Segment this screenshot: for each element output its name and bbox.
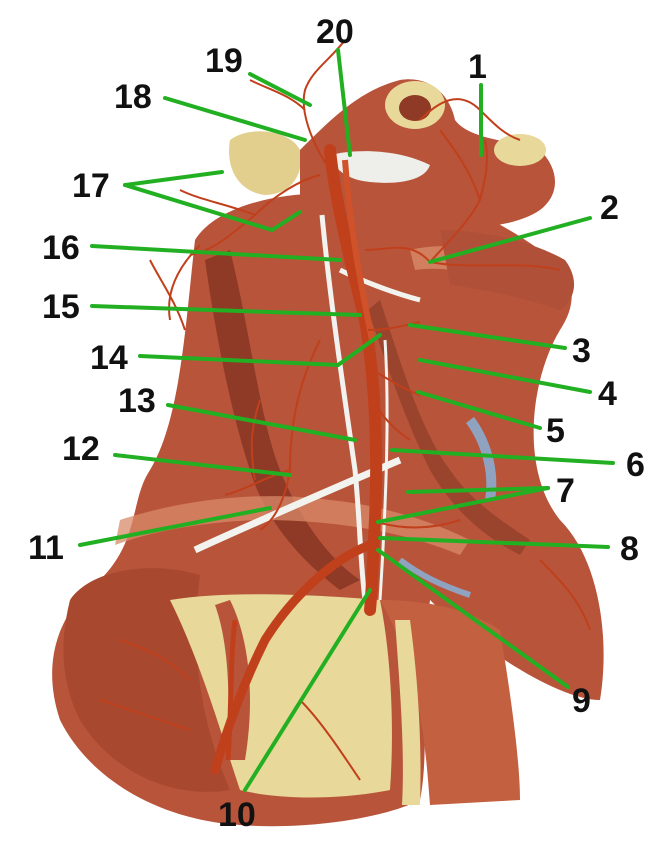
callout-label-13: 13 (118, 382, 156, 420)
leader-line-7b (376, 486, 550, 524)
leader-line-16 (90, 244, 342, 262)
leader-line-17a (123, 170, 224, 187)
callout-label-5: 5 (546, 412, 565, 450)
callout-label-19: 19 (205, 42, 243, 80)
leader-line-8 (378, 536, 610, 549)
leader-line-5 (416, 390, 542, 430)
callout-label-2: 2 (600, 189, 619, 227)
leader-line-9 (376, 548, 570, 689)
callout-label-10: 10 (218, 796, 256, 834)
callout-label-14: 14 (90, 339, 128, 377)
leader-line-17c (270, 210, 302, 232)
callout-label-12: 12 (62, 430, 100, 468)
leader-line-17b (123, 183, 274, 232)
leader-line-13 (166, 403, 357, 442)
leader-line-19 (248, 72, 312, 107)
leader-line-12 (113, 453, 292, 477)
leader-line-4 (418, 358, 592, 394)
callout-label-20: 20 (316, 13, 354, 51)
callout-label-17: 17 (72, 167, 110, 205)
leader-line-11 (78, 506, 272, 547)
callout-label-16: 16 (42, 229, 80, 267)
callout-label-3: 3 (572, 332, 591, 370)
callout-label-18: 18 (114, 78, 152, 116)
leader-line-10 (243, 588, 372, 792)
leader-line-15 (90, 304, 362, 317)
leader-line-14 (138, 354, 340, 367)
callout-label-7: 7 (556, 472, 575, 510)
callout-label-8: 8 (620, 530, 639, 568)
neck-arteries-anatomy-illustration (52, 39, 604, 827)
leader-lines (78, 48, 615, 792)
callout-labels: 1 2 3 4 5 6 7 8 9 10 11 12 13 14 15 16 1… (28, 13, 645, 834)
callout-label-6: 6 (626, 446, 645, 484)
leader-line-7a (406, 486, 550, 494)
leader-line-3 (408, 323, 567, 350)
leader-line-18 (163, 96, 307, 142)
callout-label-9: 9 (572, 682, 591, 720)
leader-line-14b (336, 333, 382, 367)
callout-label-1: 1 (468, 48, 487, 86)
leader-line-2 (428, 216, 592, 264)
callout-label-11: 11 (28, 529, 64, 567)
leader-line-6 (390, 448, 615, 465)
callout-label-15: 15 (42, 288, 80, 326)
leader-line-20 (336, 48, 352, 157)
callout-label-4: 4 (598, 375, 617, 413)
